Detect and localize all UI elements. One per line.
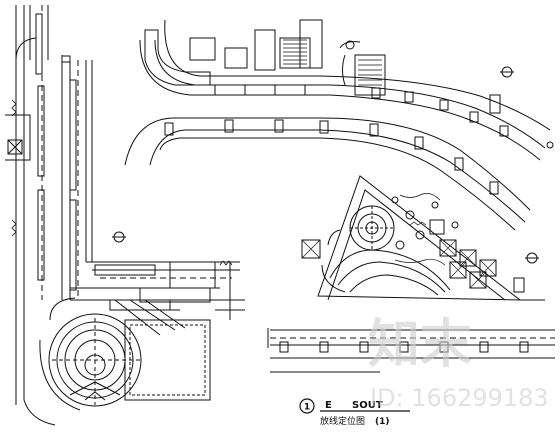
title-suffix: (1) [375, 417, 390, 427]
triangular-plaza [301, 175, 545, 301]
left-corridor [5, 5, 93, 305]
circular-plaza [15, 297, 211, 426]
curved-promenade [124, 19, 551, 231]
title-block: 1 E SOUT LAYOUT PLAN 放线定位图 (1) [299, 398, 410, 427]
watermark-id: ID: 166299183 [370, 384, 549, 412]
sheet-number-circle [299, 398, 315, 414]
bottom-road [70, 260, 245, 320]
watermark: 知末 ID: 166299183 [368, 315, 549, 412]
title-prefix: E [325, 400, 332, 411]
watermark-logo: 知末 [368, 315, 472, 375]
sheet-number: 1 [304, 403, 310, 413]
title-prefix-2: SOUT [352, 400, 383, 411]
bottom-right-road [267, 328, 555, 373]
title-chinese: 放线定位图 [320, 415, 365, 427]
north-arrow-symbols [112, 40, 554, 264]
